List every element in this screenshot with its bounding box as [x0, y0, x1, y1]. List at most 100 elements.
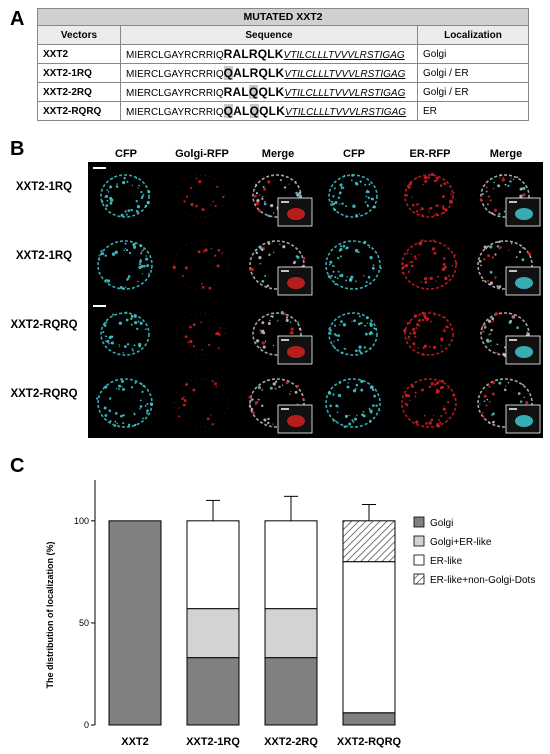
localization-chart: The distribution of localization (%) 050… — [45, 480, 535, 748]
panel-letter-b: B — [10, 138, 25, 160]
vector-name: XXT2-2RQ — [37, 82, 121, 102]
column-label-golgi-rfp: Golgi-RFP — [175, 148, 229, 160]
seq-motif: QALRQLK — [223, 66, 285, 80]
header-localization: Localization — [417, 25, 529, 45]
micrograph-cell — [240, 369, 315, 437]
table-row: XXT2-1RQ MIERCLGAYRCRRIQQALRQLKVTILCLLLT… — [37, 63, 529, 83]
seq-prefix: MIERCLGAYRCRRIQ — [126, 107, 224, 118]
table-title: MUTATED XXT2 — [37, 8, 529, 26]
micrograph-cell — [164, 300, 239, 368]
bar-segment — [264, 520, 318, 610]
micrograph-cell — [240, 231, 315, 299]
micrograph-cell — [316, 231, 391, 299]
seq-motif: RALQQLK — [223, 85, 285, 99]
table-row: XXT2-2RQ MIERCLGAYRCRRIQRALQQLKVTILCLLLT… — [37, 82, 529, 102]
seq-tail: VTILCLLLTVVVLRSTIGAG — [283, 50, 405, 61]
seq-motif: QALQQLK — [223, 104, 286, 118]
micrograph-cell — [392, 369, 467, 437]
micrograph-cell — [468, 162, 543, 230]
bars — [108, 495, 396, 726]
localization-cell: Golgi / ER — [417, 63, 529, 83]
micrograph-cell — [164, 231, 239, 299]
header-sequence: Sequence — [120, 25, 418, 45]
sequence-cell: MIERCLGAYRCRRIQQALQQLKVTILCLLLTVVVLRSTIG… — [120, 101, 418, 121]
micrograph-cell — [468, 369, 543, 437]
y-tick-label: 100 — [74, 516, 89, 526]
seq-prefix: MIERCLGAYRCRRIQ — [126, 69, 224, 80]
legend-label: ER-like — [430, 556, 463, 567]
micrograph-cell — [468, 300, 543, 368]
localization-cell: Golgi — [417, 44, 529, 64]
x-tick-label: XXT2-1RQ — [186, 736, 240, 748]
micrograph-cell — [316, 300, 391, 368]
bar-segment — [186, 608, 240, 659]
seq-tail: VTILCLLLTVVVLRSTIGAG — [284, 69, 406, 80]
vector-name: XXT2-1RQ — [37, 63, 121, 83]
y-tick-label: 0 — [84, 720, 89, 730]
mutation-table: MUTATED XXT2 Vectors Sequence Localizati… — [37, 8, 529, 121]
bar-segment — [342, 520, 396, 563]
micrograph-cell — [164, 162, 239, 230]
localization-cell: Golgi / ER — [417, 82, 529, 102]
x-tick-label: XXT2-2RQ — [264, 736, 318, 748]
seq-prefix: MIERCLGAYRCRRIQ — [126, 50, 224, 61]
micrograph-column-labels: CFP Golgi-RFP Merge CFP ER-RFP Merge — [88, 148, 543, 162]
micrograph-cell — [392, 300, 467, 368]
micrograph-cell — [88, 162, 163, 230]
micrograph-cell — [468, 231, 543, 299]
y-axis-label: The distribution of localization (%) — [45, 542, 55, 689]
bar-segment — [108, 520, 162, 726]
seq-prefix: MIERCLGAYRCRRIQ — [126, 88, 224, 99]
column-label-cfp: CFP — [115, 148, 137, 160]
vector-name: XXT2-RQRQ — [37, 101, 121, 121]
legend-swatch — [413, 573, 425, 585]
legend-swatch — [413, 535, 425, 547]
column-label-merge: Merge — [489, 148, 523, 160]
micrograph-cell — [392, 162, 467, 230]
micrograph-cell — [316, 162, 391, 230]
sequence-cell: MIERCLGAYRCRRIQQALRQLKVTILCLLLTVVVLRSTIG… — [120, 63, 418, 83]
localization-cell: ER — [417, 101, 529, 121]
x-tick-label: XXT2-RQRQ — [337, 736, 402, 748]
micrograph-grid — [88, 162, 543, 438]
row-label: XXT2-1RQ — [15, 250, 73, 262]
seq-tail: VTILCLLLTVVVLRSTIGAG — [285, 107, 407, 118]
sequence-cell: MIERCLGAYRCRRIQRALQQLKVTILCLLLTVVVLRSTIG… — [120, 82, 418, 102]
bar-segment — [342, 712, 396, 726]
table-row: XXT2-RQRQ MIERCLGAYRCRRIQQALQQLKVTILCLLL… — [37, 101, 529, 121]
legend-label: Golgi+ER-like — [430, 537, 492, 548]
micrograph-cell — [88, 300, 163, 368]
bar-segment — [186, 520, 240, 610]
x-axis-labels: XXT2 XXT2-1RQ XXT2-2RQ XXT2-RQRQ — [121, 736, 401, 748]
panel-letter-a: A — [10, 8, 25, 30]
micrograph-cell — [88, 369, 163, 437]
bar-segment — [342, 561, 396, 714]
seq-motif: RALRQLK — [223, 47, 284, 61]
column-label-er-rfp: ER-RFP — [409, 148, 451, 160]
legend-label: ER-like+non-Golgi-Dots — [430, 575, 535, 586]
panel-letter-c: C — [10, 455, 25, 477]
x-tick-label: XXT2 — [121, 736, 149, 748]
vector-name: XXT2 — [37, 44, 121, 64]
bar-segment — [186, 657, 240, 726]
micrograph-cell — [316, 369, 391, 437]
legend: GolgiGolgi+ER-likeER-likeER-like+non-Gol… — [413, 516, 535, 586]
legend-swatch — [413, 554, 425, 566]
table-row: XXT2 MIERCLGAYRCRRIQRALRQLKVTILCLLLTVVVL… — [37, 44, 529, 64]
row-label: XXT2-1RQ — [15, 181, 73, 193]
row-label: XXT2-RQRQ — [10, 319, 78, 331]
legend-label: Golgi — [430, 518, 453, 529]
row-label: XXT2-RQRQ — [10, 388, 78, 400]
bar-segment — [264, 657, 318, 726]
micrograph-cell — [392, 231, 467, 299]
micrograph-cell — [164, 369, 239, 437]
micrograph-cell — [240, 162, 315, 230]
column-label-merge: Merge — [261, 148, 295, 160]
seq-tail: VTILCLLLTVVVLRSTIGAG — [284, 88, 406, 99]
header-vectors: Vectors — [37, 25, 121, 45]
sequence-cell: MIERCLGAYRCRRIQRALRQLKVTILCLLLTVVVLRSTIG… — [120, 44, 418, 64]
bar-segment — [264, 608, 318, 659]
micrograph-cell — [88, 231, 163, 299]
micrograph-cell — [240, 300, 315, 368]
